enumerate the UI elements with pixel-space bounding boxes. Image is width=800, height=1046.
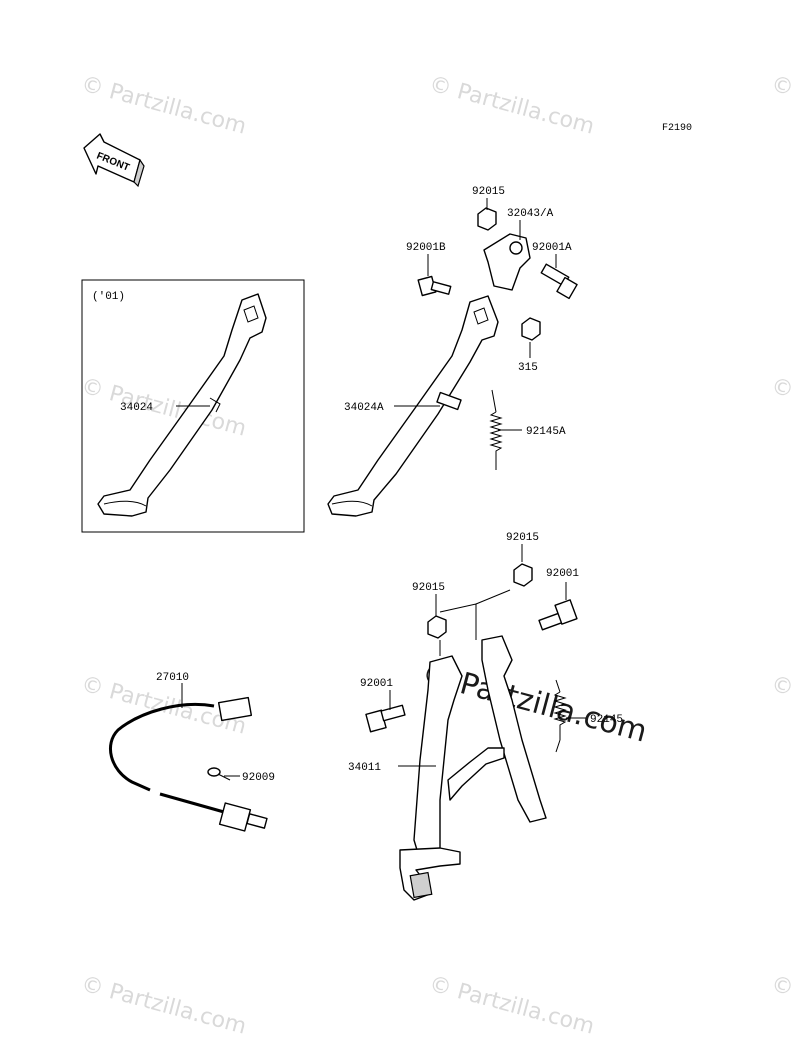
part-number-92015: 92015 bbox=[412, 582, 445, 594]
part-number-315: 315 bbox=[518, 362, 538, 374]
spring-icon bbox=[553, 679, 567, 753]
nut-icon bbox=[513, 563, 533, 587]
part-number-34024: 34024 bbox=[120, 402, 153, 414]
front-arrow-icon: FRONT bbox=[83, 133, 145, 188]
nut-icon bbox=[521, 317, 541, 341]
part-number-92145a: 92145A bbox=[526, 426, 566, 438]
part-number-92145: 92145 bbox=[590, 714, 623, 726]
part-number-34024a: 34024A bbox=[344, 402, 384, 414]
center-stand-assembly bbox=[365, 563, 578, 901]
watermark: © Partzilla.com bbox=[768, 72, 800, 140]
part-number-92015: 92015 bbox=[506, 532, 539, 544]
part-labels: 92015 32043/A 92001B 92001A 315 34024 34… bbox=[120, 186, 623, 784]
bracket-icon bbox=[483, 233, 531, 291]
side-stand-icon bbox=[97, 293, 267, 517]
watermark: © Partzilla.com bbox=[768, 972, 800, 1040]
part-number-32043-a: 32043/A bbox=[507, 208, 554, 220]
figure-code: F2190 bbox=[662, 123, 692, 134]
inset-box: ('01) bbox=[81, 279, 305, 533]
connector-icon bbox=[217, 696, 253, 722]
part-number-34011: 34011 bbox=[348, 762, 381, 774]
bolt-icon bbox=[540, 263, 578, 300]
part-number-92001a: 92001A bbox=[532, 242, 572, 254]
watermark: © Partzilla.com bbox=[78, 972, 248, 1040]
watermark: © Partzilla.com bbox=[426, 72, 596, 140]
switch-icon bbox=[218, 802, 252, 832]
watermark-layer: © Partzilla.com © Partzilla.com © Partzi… bbox=[78, 72, 800, 1040]
bolt-icon bbox=[538, 599, 578, 631]
watermark: © Partzilla.com bbox=[426, 972, 596, 1040]
part-number-92001: 92001 bbox=[546, 568, 579, 580]
part-number-92015: 92015 bbox=[472, 186, 505, 198]
side-stand-icon bbox=[327, 295, 499, 517]
side-stand-switch-assembly bbox=[109, 696, 268, 832]
inset-label: ('01) bbox=[92, 291, 125, 303]
part-number-92001b: 92001B bbox=[406, 242, 446, 254]
nut-icon bbox=[427, 615, 447, 639]
watermark: © Partzilla.com bbox=[78, 72, 248, 140]
part-number-92009: 92009 bbox=[242, 772, 275, 784]
leader-lines bbox=[176, 198, 586, 777]
side-stand-assembly bbox=[327, 207, 578, 517]
bolt-icon bbox=[417, 275, 452, 297]
part-number-27010: 27010 bbox=[156, 672, 189, 684]
spring-icon bbox=[489, 389, 503, 470]
watermark: © Partzilla.com bbox=[768, 374, 800, 442]
screw-icon bbox=[207, 767, 231, 781]
nut-icon bbox=[477, 207, 497, 231]
bolt-icon bbox=[365, 704, 406, 733]
watermark: © Partzilla.com bbox=[768, 672, 800, 740]
part-number-92001: 92001 bbox=[360, 678, 393, 690]
